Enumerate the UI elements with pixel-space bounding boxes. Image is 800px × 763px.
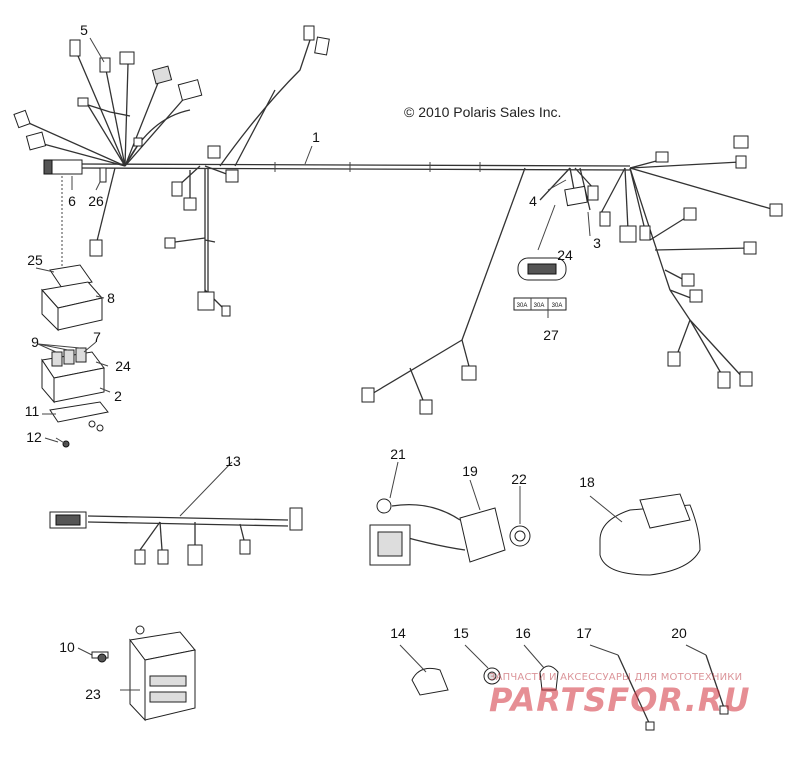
callout-15: 15: [453, 625, 469, 641]
fuse-box-group: [41, 176, 109, 448]
fuse-strip-27: 30A 30A 30A: [513, 297, 567, 311]
bolt-10: [77, 647, 109, 663]
callout-24-left: 24: [115, 358, 131, 374]
callout-19: 19: [462, 463, 478, 479]
callout-14: 14: [390, 625, 406, 641]
callout-13: 13: [225, 453, 241, 469]
callout-25: 25: [27, 252, 43, 268]
callout-18: 18: [579, 474, 595, 490]
control-module-23: [120, 625, 196, 722]
watermark: ЗАПЧАСТИ И АКСЕССУАРЫ ДЛЯ МОТОТЕХНИКИ PA…: [489, 672, 789, 719]
harness-connectors: [13, 25, 783, 415]
callout-16: 16: [515, 625, 531, 641]
callout-11: 11: [24, 403, 40, 419]
callout-20: 20: [671, 625, 687, 641]
callout-12: 12: [26, 429, 42, 445]
callout-21: 21: [390, 446, 406, 462]
callout-1: 1: [312, 129, 320, 145]
watermark-brand: PARTSFOR.RU: [489, 681, 751, 719]
callout-10: 10: [59, 639, 75, 655]
callout-8: 8: [107, 290, 115, 306]
callout-9: 9: [31, 334, 39, 350]
fuse-label: 30A: [517, 303, 528, 309]
callout-24-right: 24: [557, 247, 573, 263]
fuse-label: 30A: [552, 303, 563, 309]
callout-26: 26: [88, 193, 104, 209]
callout-27: 27: [543, 327, 559, 343]
small-parts: [399, 644, 729, 731]
copyright-notice: © 2010 Polaris Sales Inc.: [404, 104, 562, 120]
callout-4: 4: [529, 193, 537, 209]
callout-2: 2: [114, 388, 122, 404]
module-harness-19: [369, 461, 531, 566]
callout-23: 23: [85, 686, 101, 702]
relay-connector-24: [517, 204, 567, 281]
callout-6: 6: [68, 193, 76, 209]
callout-3: 3: [593, 235, 601, 251]
main-harness: [21, 39, 776, 406]
fuse-label: 30A: [534, 303, 545, 309]
callout-5: 5: [80, 22, 88, 38]
callout-7: 7: [93, 329, 101, 345]
callout-22: 22: [511, 471, 527, 487]
leaders: [35, 37, 591, 443]
watermark-tagline: ЗАПЧАСТИ И АКСЕССУАРЫ ДЛЯ МОТОТЕХНИКИ: [489, 672, 743, 683]
sub-harness-13: [49, 461, 303, 566]
foam-pad-18: [589, 493, 701, 576]
callout-17: 17: [576, 625, 592, 641]
